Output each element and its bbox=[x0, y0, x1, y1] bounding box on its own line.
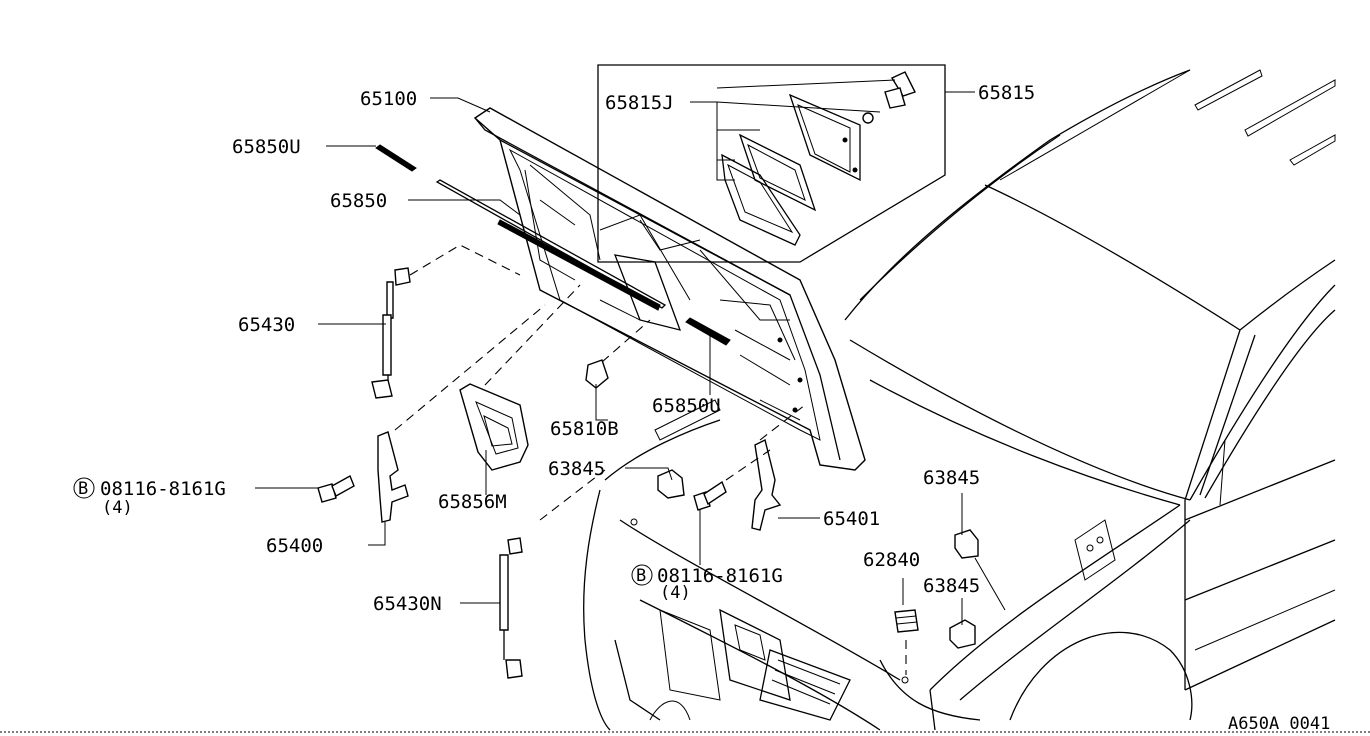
label-bolt-left-qty: (4) bbox=[102, 498, 133, 518]
bolt-right bbox=[693, 449, 771, 511]
hood-insulator-strip-65850u-top bbox=[375, 144, 417, 172]
label-bolt-right: 08116-8161G bbox=[657, 565, 783, 587]
label-65856m: 65856M bbox=[438, 491, 507, 513]
bolt-left bbox=[317, 475, 355, 503]
bolt-marker-circle-right bbox=[631, 564, 653, 586]
leader-lines bbox=[255, 79, 975, 625]
label-65815: 65815 bbox=[978, 82, 1035, 104]
label-65850: 65850 bbox=[330, 190, 387, 212]
label-65810b: 65810B bbox=[550, 418, 619, 440]
gas-strut-65430n bbox=[499, 537, 523, 679]
grommet-65810b bbox=[585, 319, 651, 389]
label-bolt-left: 08116-8161G bbox=[100, 478, 226, 500]
label-65400: 65400 bbox=[266, 535, 323, 557]
label-65100: 65100 bbox=[360, 88, 417, 110]
label-65430: 65430 bbox=[238, 314, 295, 336]
bolt-marker-left: B bbox=[78, 479, 88, 499]
label-63845-c: 63845 bbox=[923, 575, 980, 597]
label-65430n: 65430N bbox=[373, 593, 442, 615]
gas-strut-65430 bbox=[371, 244, 521, 399]
bumper-62840 bbox=[894, 609, 919, 675]
bolt-marker-right: B bbox=[636, 566, 646, 586]
bumper-63845-c bbox=[949, 619, 976, 649]
hood-hinge-65401 bbox=[751, 404, 806, 531]
label-62840: 62840 bbox=[863, 549, 920, 571]
hood-badge-detail-box bbox=[597, 64, 946, 263]
bumper-63845-a bbox=[657, 469, 685, 499]
label-65815j: 65815J bbox=[605, 92, 674, 114]
hood-hinge-65400 bbox=[377, 304, 546, 523]
label-63845-a: 63845 bbox=[548, 458, 605, 480]
label-65850u-top: 65850U bbox=[232, 136, 301, 158]
vehicle-body-outline bbox=[583, 69, 1336, 731]
footer-code: A650A 0041 bbox=[1228, 714, 1330, 734]
label-65850u-mid: 65850U bbox=[652, 395, 721, 417]
bumper-63845-b bbox=[954, 529, 1006, 611]
hood-panel bbox=[473, 107, 866, 471]
hood-lock-bracket-65856m bbox=[459, 284, 606, 521]
bolt-marker-circle-left bbox=[73, 477, 95, 499]
hood-insulator-strip-65850u-mid bbox=[685, 317, 731, 346]
label-bolt-right-qty: (4) bbox=[660, 583, 691, 603]
label-65401: 65401 bbox=[823, 508, 880, 530]
hood-seal-65850 bbox=[435, 179, 667, 311]
label-63845-b: 63845 bbox=[923, 467, 980, 489]
